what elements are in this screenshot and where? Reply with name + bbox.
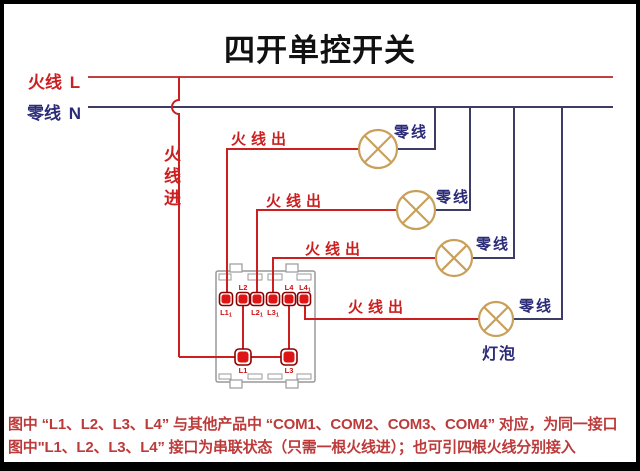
terminal-l2 xyxy=(235,291,251,307)
terminal-label-l4a: L41 xyxy=(299,283,311,294)
terminal-label-l1: L1 xyxy=(239,366,248,375)
neutral-wire-4 xyxy=(513,107,563,320)
mount-tab xyxy=(285,263,299,273)
terminals-bottom xyxy=(234,348,298,366)
terminal-l3a xyxy=(265,291,281,307)
mount-tab xyxy=(285,379,299,389)
terminal-label-l3: L3 xyxy=(285,366,294,375)
live-in-wire xyxy=(171,77,180,357)
live-out-label-1: 火线出 xyxy=(231,131,292,148)
live-wire-legend: 火线 L xyxy=(28,73,81,92)
terminal-label-l2: L2 xyxy=(239,283,248,292)
neutral-wire-2 xyxy=(435,107,471,211)
neutral-wire-legend: 零线 N xyxy=(27,104,81,123)
terminal-l4a xyxy=(296,291,312,307)
live-out-label-4: 火线出 xyxy=(348,299,409,316)
live-out-wire-2 xyxy=(256,209,397,299)
live-out-wire-1 xyxy=(226,148,359,299)
notes-block: 图中 “L1、L2、L3、L4” 与其他产品中 “COM1、COM2、COM3、… xyxy=(8,413,617,459)
neutral-wire-1 xyxy=(397,107,436,150)
neutral-label-1: 零线 xyxy=(394,124,429,141)
note-line-2: 图中"L1、L2、L3、L4” 接口为串联状态（只需一根火线进）；也可引四根火线… xyxy=(8,439,576,456)
terminal-l2a xyxy=(249,291,265,307)
terminal-l1 xyxy=(234,348,252,366)
lamp-2 xyxy=(395,189,437,231)
note-line-1: 图中 “L1、L2、L3、L4” 与其他产品中 “COM1、COM2、COM3、… xyxy=(8,416,618,433)
terminal-label-l2a: L21 xyxy=(251,308,263,319)
live-out-wire-4 xyxy=(304,303,479,320)
terminal-label-l4: L4 xyxy=(285,283,295,292)
terminal-label-l3a: L31 xyxy=(267,308,279,319)
neutral-label-4: 零线 xyxy=(519,298,554,315)
neutral-label-2: 零线 xyxy=(436,189,471,206)
neutral-label-3: 零线 xyxy=(476,236,511,253)
lamp-4 xyxy=(477,300,515,338)
terminals-top xyxy=(218,291,312,307)
page-title: 四开单控开关 xyxy=(224,33,416,68)
terminal-label-l1a: L11 xyxy=(220,308,232,319)
mount-tab xyxy=(229,263,243,273)
bulb-label: 灯泡 xyxy=(482,346,517,363)
terminal-l3 xyxy=(280,348,298,366)
lamp-3 xyxy=(434,238,474,278)
live-in-label: 火线进 xyxy=(161,145,180,211)
neutral-wire-3 xyxy=(472,107,515,259)
terminal-l4 xyxy=(281,291,297,307)
mount-tab xyxy=(229,379,243,389)
terminal-l1a xyxy=(218,291,234,307)
live-out-label-3: 火线出 xyxy=(305,241,366,258)
box-slots xyxy=(218,273,312,380)
live-out-label-2: 火线出 xyxy=(266,193,327,210)
lamp-1 xyxy=(357,128,399,170)
live-out-wire-3 xyxy=(272,257,436,299)
